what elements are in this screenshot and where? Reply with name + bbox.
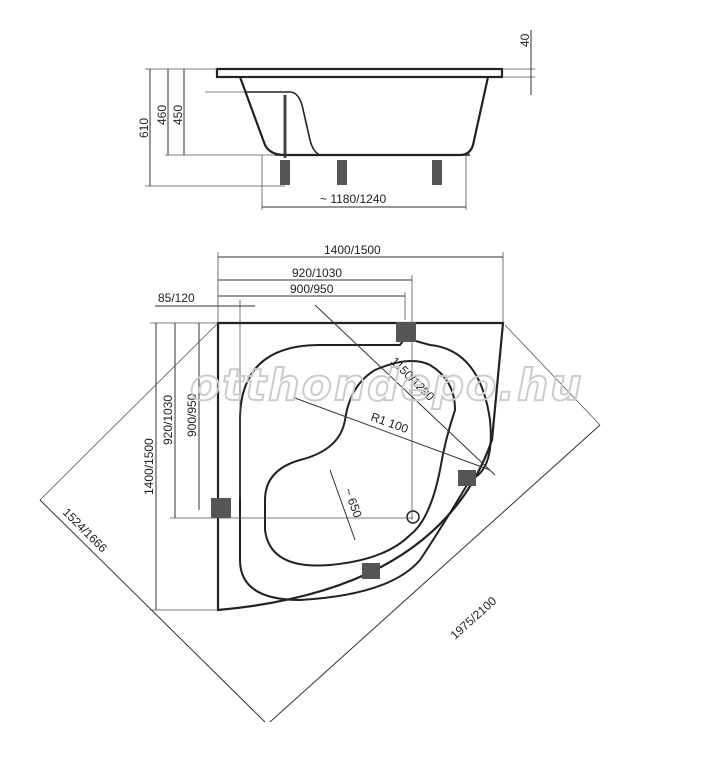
tub-outline: [216, 321, 505, 612]
dim-height-460: 460: [155, 105, 169, 125]
drain-icon: [406, 510, 420, 524]
dim-height-920: 920/1030: [161, 395, 175, 445]
dim-length: ~ 1180/1240: [320, 192, 387, 206]
dim-diag-left: 1524/1666: [60, 505, 110, 555]
dim-width-920: 920/1030: [292, 266, 342, 280]
faucet-icon: [458, 470, 476, 486]
overflow-icon: [211, 498, 231, 518]
watermark: otthondepo.hu: [190, 360, 584, 411]
dim-seat: ~ 650: [341, 486, 365, 520]
feet: [280, 160, 442, 185]
dim-diag-right: 1975/2100: [448, 594, 500, 643]
plan-view: 1400/1500 920/1030 900/950 85/120 1400/1…: [39, 243, 601, 723]
dim-rim-thickness: 40: [518, 33, 532, 47]
dim-offset: 85/120: [158, 291, 195, 305]
dim-height-900: 900/950: [185, 393, 199, 437]
dim-total-height: 610: [137, 118, 151, 138]
dim-height-total: 1400/1500: [142, 438, 156, 495]
tub-basin-side: [238, 76, 490, 157]
foot-icon: [280, 160, 290, 185]
side-view: 610 460 450 40 ~ 1180/1240: [137, 30, 535, 210]
basin-inner: [264, 360, 457, 567]
dim-radius: R1 100: [369, 410, 410, 437]
tub-seat-profile: [245, 91, 321, 156]
dim-height-450: 450: [171, 105, 185, 125]
dim-width-total: 1400/1500: [324, 243, 381, 257]
foot-icon: [432, 160, 442, 185]
tub-rim: [215, 67, 504, 79]
overflow-icon: [396, 322, 416, 342]
foot-icon: [337, 160, 347, 185]
dim-width-900: 900/950: [290, 282, 334, 296]
faucet-icon: [362, 563, 380, 579]
